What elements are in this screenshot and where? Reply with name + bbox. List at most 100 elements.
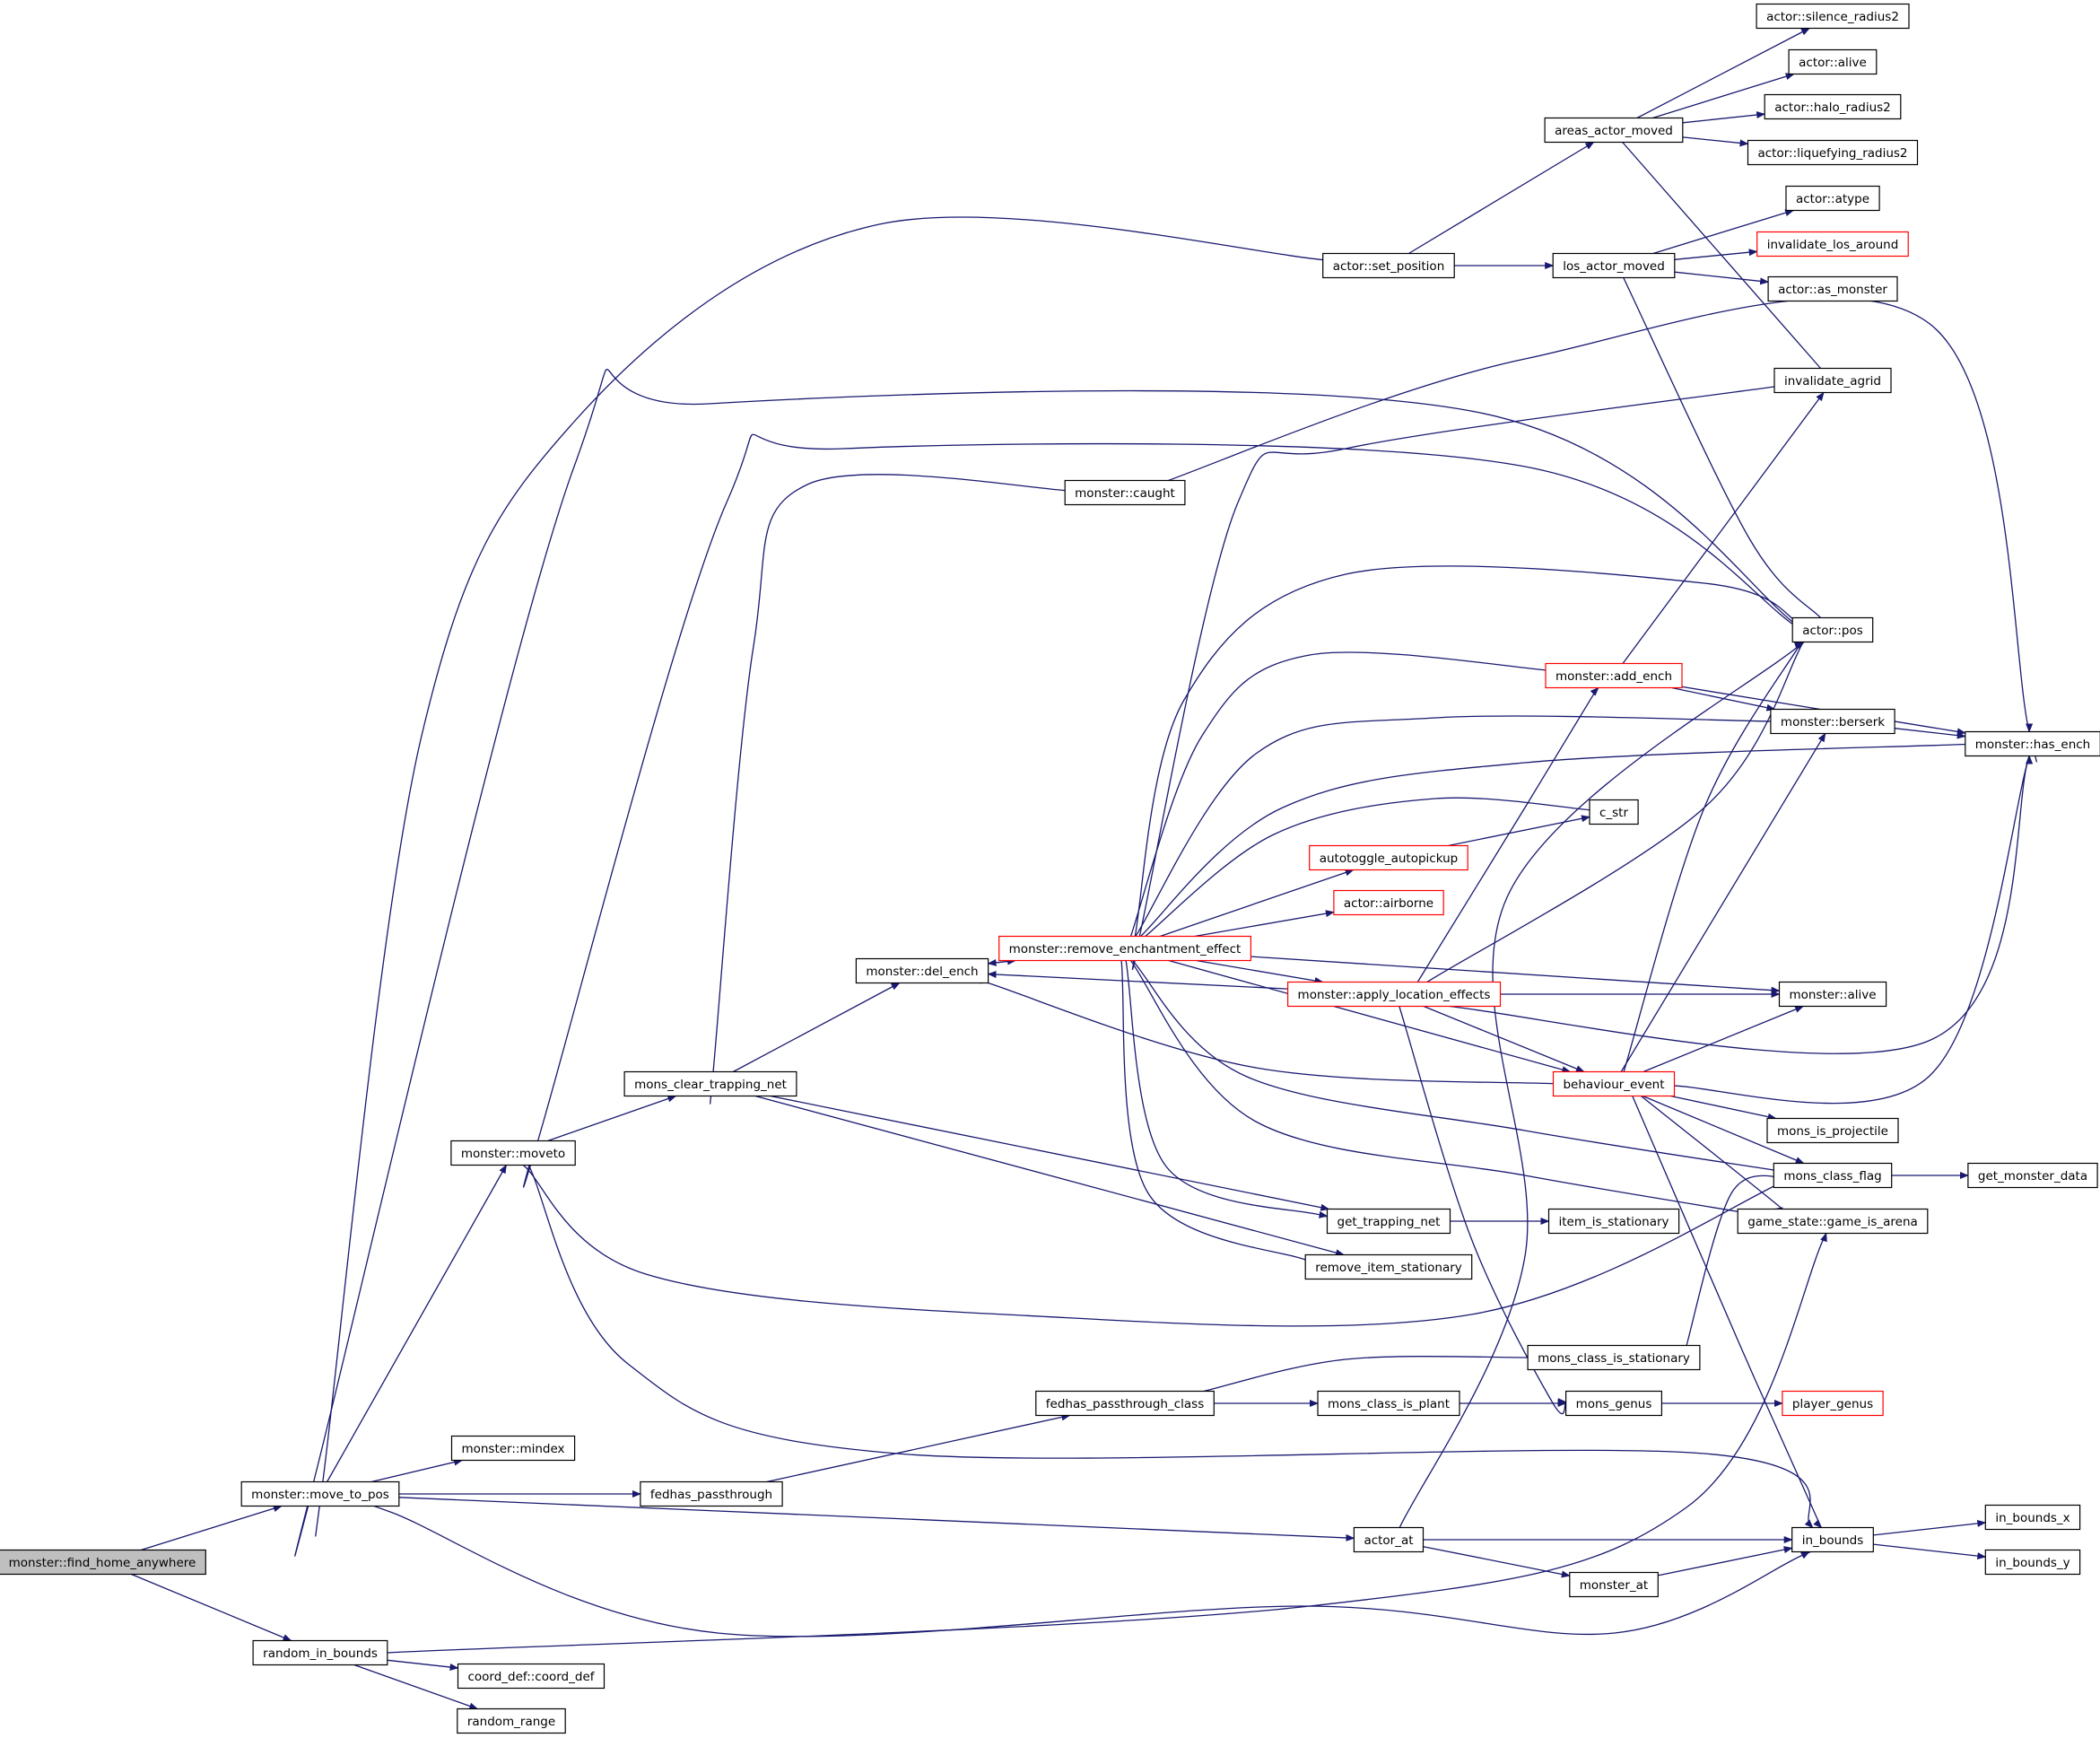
node-box: [252, 1639, 388, 1666]
node-silence-radius2[interactable]: actor::silence_radius2: [1756, 3, 1910, 30]
node-box: [1064, 479, 1186, 506]
node-box: [1322, 252, 1455, 279]
node-box: [1333, 889, 1444, 916]
node-set-position[interactable]: actor::set_position: [1322, 252, 1455, 279]
node-box: [1785, 185, 1880, 212]
node-areas-actor-moved[interactable]: areas_actor_moved: [1544, 117, 1684, 144]
node-label: item_is_stationary: [1558, 1215, 1669, 1229]
node-player-genus[interactable]: player_genus: [1782, 1390, 1884, 1417]
node-add-ench[interactable]: monster::add_ench: [1545, 662, 1683, 689]
edge-remove_enchantment_effect-to-actor_pos: [1130, 565, 1805, 956]
node-mons-class-is-plant[interactable]: mons_class_is_plant: [1317, 1390, 1460, 1417]
edge-remove_enchantment_effect-to-invalidate_agrid: [1131, 380, 1812, 971]
edge-mons_clear_trapping_net-to-get_trapping_net: [770, 1095, 1330, 1211]
node-label: monster::add_ench: [1555, 669, 1672, 684]
node-box: [1747, 139, 1919, 166]
node-box: [1984, 1504, 2081, 1531]
node-berserk[interactable]: monster::berserk: [1770, 708, 1895, 735]
node-move-to-pos[interactable]: monster::move_to_pos: [240, 1480, 400, 1507]
node-label: player_genus: [1792, 1397, 1873, 1411]
node-random-in-bounds[interactable]: random_in_bounds: [252, 1639, 388, 1666]
node-los-actor-moved[interactable]: los_actor_moved: [1552, 252, 1676, 279]
node-remove-enchantment-effect[interactable]: monster::remove_enchantment_effect: [998, 935, 1251, 962]
edge-move_to_pos-to-actor_pos: [294, 368, 1822, 1557]
node-actor-pos[interactable]: actor::pos: [1791, 616, 1874, 643]
node-box: [1286, 981, 1502, 1008]
node-label: monster::moveto: [461, 1147, 565, 1161]
node-box: [1756, 3, 1910, 30]
node-mons-is-projectile[interactable]: mons_is_projectile: [1766, 1117, 1899, 1144]
node-autotoggle-autopickup[interactable]: autotoggle_autopickup: [1309, 844, 1468, 871]
node-invalidate-los-around[interactable]: invalidate_los_around: [1756, 231, 1909, 258]
node-actor-at[interactable]: actor_at: [1353, 1526, 1425, 1553]
node-box: [998, 935, 1251, 962]
node-mons-clear-trapping-net[interactable]: mons_clear_trapping_net: [623, 1070, 797, 1097]
node-label: invalidate_los_around: [1767, 238, 1899, 252]
node-in-bounds-y[interactable]: in_bounds_y: [1984, 1549, 2081, 1576]
node-fedhas-passthrough-class[interactable]: fedhas_passthrough_class: [1035, 1390, 1215, 1417]
node-liquefying-radius2[interactable]: actor::liquefying_radius2: [1747, 139, 1919, 166]
node-actor-alive[interactable]: actor::alive: [1788, 48, 1878, 75]
node-as-monster[interactable]: actor::as_monster: [1767, 275, 1898, 302]
node-label: areas_actor_moved: [1555, 124, 1673, 138]
node-label: monster::berserk: [1781, 715, 1885, 729]
node-fedhas-passthrough[interactable]: fedhas_passthrough: [640, 1480, 783, 1507]
node-label: fedhas_passthrough: [650, 1488, 772, 1502]
node-remove-item-stationary[interactable]: remove_item_stationary: [1304, 1253, 1473, 1280]
node-coord-def[interactable]: coord_def::coord_def: [457, 1663, 606, 1690]
node-c-str[interactable]: c_str: [1589, 799, 1639, 825]
node-monster-at[interactable]: monster_at: [1569, 1571, 1659, 1598]
node-label: random_in_bounds: [263, 1646, 378, 1661]
node-in-bounds-x[interactable]: in_bounds_x: [1984, 1504, 2081, 1531]
node-mindex[interactable]: monster::mindex: [450, 1435, 576, 1462]
node-find-home[interactable]: monster::find_home_anywhere: [0, 1549, 206, 1576]
node-label: coord_def::coord_def: [467, 1670, 595, 1684]
edge-mons_clear_trapping_net-to-del_ench: [732, 982, 901, 1073]
edge-find_home-to-move_to_pos: [141, 1505, 283, 1551]
node-label: monster::find_home_anywhere: [9, 1556, 196, 1570]
node-behaviour-event[interactable]: behaviour_event: [1552, 1070, 1676, 1097]
node-get-monster-data[interactable]: get_monster_data: [1967, 1162, 2098, 1189]
node-item-is-stationary[interactable]: item_is_stationary: [1547, 1208, 1680, 1235]
edge-remove_enchantment_effect-to-actor_airborne: [1194, 910, 1335, 938]
node-random-range[interactable]: random_range: [457, 1707, 566, 1734]
node-box: [1547, 1208, 1680, 1235]
edge-los_actor_moved-to-invalidate_los_around: [1674, 249, 1758, 260]
node-label: random_range: [467, 1715, 555, 1729]
node-label: mons_is_projectile: [1777, 1124, 1888, 1139]
node-label: remove_item_stationary: [1315, 1261, 1462, 1275]
node-box: [1773, 1162, 1893, 1189]
node-has-ench[interactable]: monster::has_ench: [1965, 730, 2100, 757]
node-mons-class-flag[interactable]: mons_class_flag: [1773, 1162, 1893, 1189]
edge-remove_enchantment_effect-to-berserk: [1125, 715, 1799, 952]
node-label: mons_clear_trapping_net: [634, 1078, 787, 1092]
node-actor-airborne[interactable]: actor::airborne: [1333, 889, 1444, 916]
node-atype[interactable]: actor::atype: [1785, 185, 1880, 212]
edge-set_position-to-areas_actor_moved: [1408, 141, 1595, 255]
node-moveto[interactable]: monster::moveto: [450, 1140, 576, 1166]
node-box: [0, 1549, 206, 1576]
node-apply-location-effects[interactable]: monster::apply_location_effects: [1286, 981, 1502, 1008]
edge-moveto-to-mons_clear_trapping_net: [547, 1095, 677, 1142]
node-get-trapping-net[interactable]: get_trapping_net: [1326, 1208, 1451, 1235]
edge-monster_at-to-in_bounds: [1658, 1546, 1793, 1576]
node-monster-alive[interactable]: monster::alive: [1778, 981, 1887, 1008]
node-game-is-arena[interactable]: game_state::game_is_arena: [1737, 1208, 1929, 1235]
node-caught[interactable]: monster::caught: [1064, 479, 1186, 506]
node-box: [1791, 1526, 1874, 1553]
node-box: [1737, 1208, 1929, 1235]
edge-remove_enchantment_effect-to-apply_location_effects: [1196, 959, 1324, 984]
node-box: [1544, 117, 1684, 144]
node-halo-radius2[interactable]: actor::halo_radius2: [1764, 93, 1902, 120]
edge-behaviour_event-to-mons_is_projectile: [1670, 1095, 1777, 1121]
node-mons-class-is-stationary[interactable]: mons_class_is_stationary: [1527, 1344, 1701, 1371]
node-mons-genus[interactable]: mons_genus: [1564, 1390, 1662, 1417]
node-label: actor::silence_radius2: [1766, 10, 1899, 24]
node-in-bounds[interactable]: in_bounds: [1791, 1526, 1874, 1553]
node-box: [1770, 708, 1895, 735]
edge-remove_enchantment_effect-to-autotoggle_autopickup: [1160, 869, 1355, 938]
node-del-ench[interactable]: monster::del_ench: [855, 957, 989, 984]
node-invalidate-agrid[interactable]: invalidate_agrid: [1773, 367, 1892, 394]
edge-mons_clear_trapping_net-to-caught: [710, 474, 1098, 1105]
edge-random_in_bounds-to-coord_def: [387, 1659, 459, 1671]
